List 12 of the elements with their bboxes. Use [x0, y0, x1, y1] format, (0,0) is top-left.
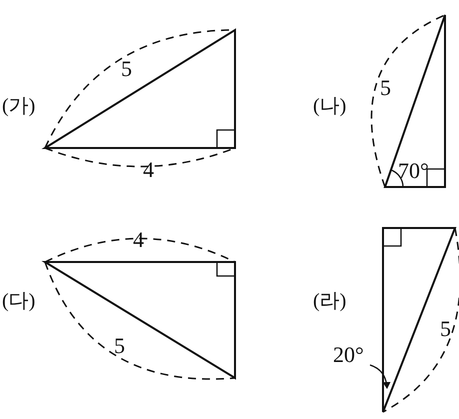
length-label: 5 [114, 333, 125, 358]
length-label: 4 [143, 157, 154, 182]
length-label: 5 [440, 316, 451, 341]
length-label: 5 [121, 56, 132, 81]
angle-label: 70° [398, 158, 429, 183]
angle-label: 20° [333, 342, 364, 367]
length-label: 5 [380, 75, 391, 100]
panel-label: (나) [313, 95, 346, 117]
panel-label: (라) [313, 290, 346, 312]
panel-label: (다) [2, 290, 36, 312]
panel-label: (가) [2, 95, 36, 117]
length-label: 4 [133, 227, 144, 252]
